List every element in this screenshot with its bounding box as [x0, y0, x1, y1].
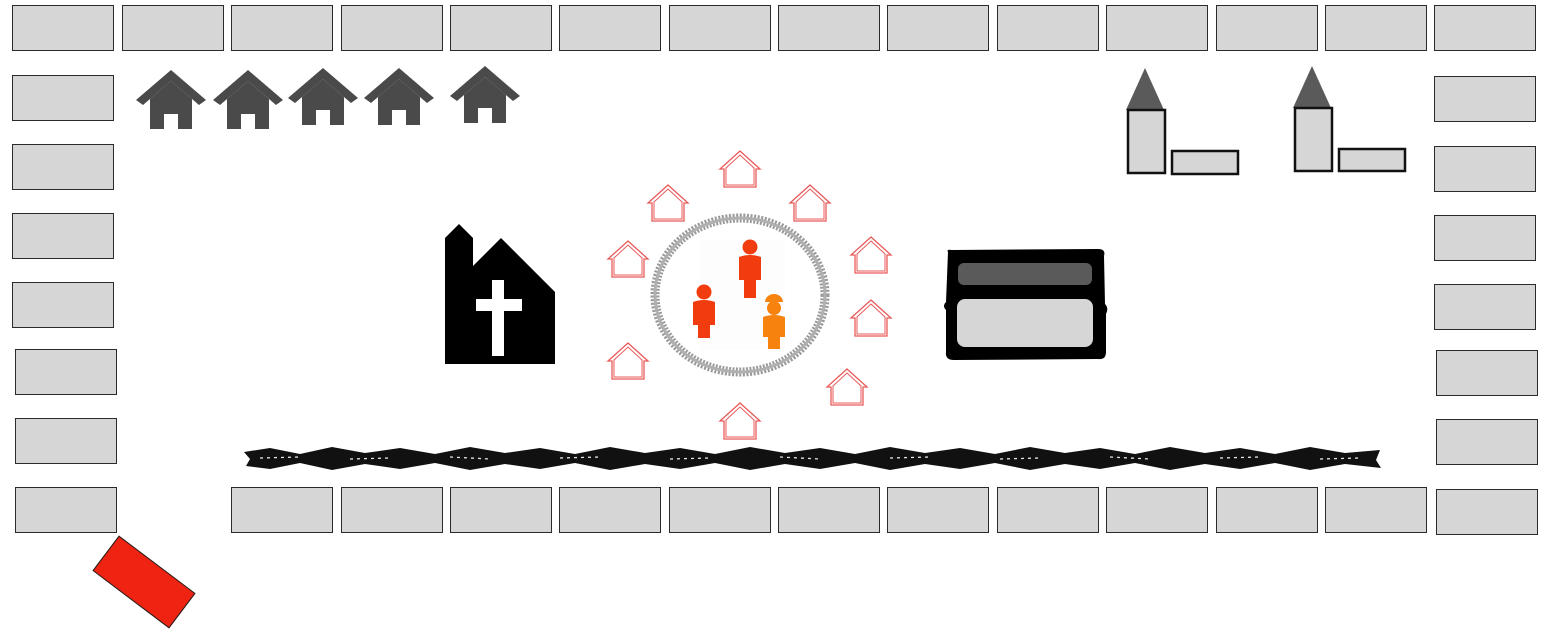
board-tile: [887, 487, 989, 533]
board-tile: [1106, 5, 1208, 51]
board-tile: [450, 487, 552, 533]
board-tile: [559, 487, 661, 533]
board-tile: [778, 5, 880, 51]
church-icon: [445, 224, 557, 366]
house-outline-icon: [720, 403, 760, 439]
house-outline-icon: [720, 151, 760, 187]
board-tile: [1436, 350, 1538, 396]
board-tile: [1434, 76, 1536, 122]
board-tile: [341, 487, 443, 533]
board-tile: [559, 5, 661, 51]
rough-road-icon: [240, 442, 1385, 474]
board-tile: [1434, 146, 1536, 192]
board-tile: [669, 487, 771, 533]
board-tile: [231, 487, 333, 533]
board-tile: [15, 418, 117, 464]
house-icon: [136, 70, 206, 129]
board-tile: [1325, 5, 1427, 51]
board-tile: [1216, 487, 1318, 533]
house-icon: [288, 68, 358, 125]
board-tile: [12, 282, 114, 328]
board-tile: [997, 5, 1099, 51]
board-tile: [1325, 487, 1427, 533]
board-tile: [1436, 419, 1538, 465]
board-tile: [450, 5, 552, 51]
board-tile: [12, 144, 114, 190]
board-tile: [231, 5, 333, 51]
board-tile: [887, 5, 989, 51]
house-icon: [213, 70, 283, 129]
board-tile: [778, 487, 880, 533]
board-tile: [669, 5, 771, 51]
house-outline-icon: [790, 185, 830, 221]
steeple-building-icon: [1291, 64, 1411, 176]
house-outline-icon: [648, 185, 688, 221]
house-outline-icon: [608, 343, 648, 379]
steeple-building-icon: [1124, 66, 1244, 178]
house-outline-icon: [851, 300, 891, 336]
board-tile: [1434, 284, 1536, 330]
board-tile: [1436, 489, 1538, 535]
board-tile: [1216, 5, 1318, 51]
board-tile: [122, 5, 224, 51]
board-tile: [1434, 5, 1536, 51]
house-icon: [450, 66, 520, 123]
board-tile: [15, 487, 117, 533]
board-tile: [15, 349, 117, 395]
board-tile: [12, 5, 114, 51]
house-row: [136, 62, 526, 132]
board-tile: [1106, 487, 1208, 533]
board-tile: [12, 213, 114, 259]
board-tile: [997, 487, 1099, 533]
house-icon: [364, 68, 434, 125]
house-outline-icon: [608, 241, 648, 277]
house-outline-icon: [827, 369, 867, 405]
framed-panel-icon: [940, 246, 1112, 364]
board-tile: [1434, 215, 1536, 261]
house-outline-icon: [851, 237, 891, 273]
board-tile: [341, 5, 443, 51]
board-tile: [12, 75, 114, 121]
community-ring: [600, 145, 900, 445]
red-marker-icon: [92, 536, 195, 629]
